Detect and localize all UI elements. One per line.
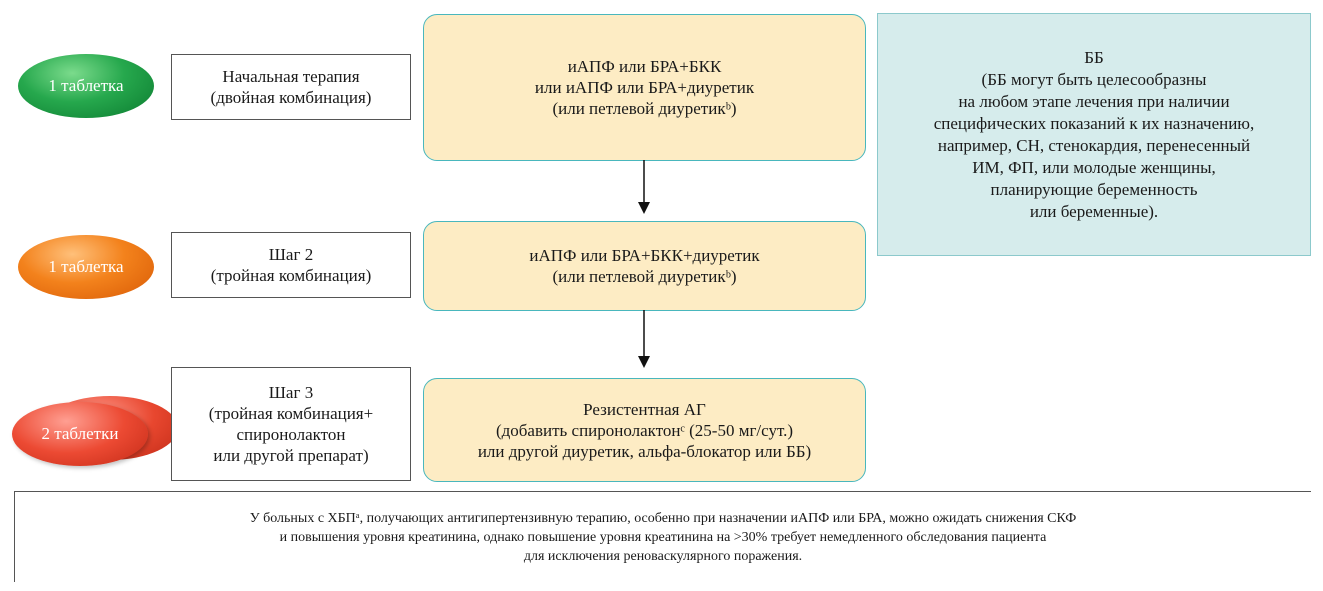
step-line: Шаг 2 [268,245,314,264]
therapy-box-step2: иАПФ или БРА+БКК+диуретик (или петлевой … [423,221,866,311]
pill-red: 2 таблетки [12,402,148,466]
pill-label: 1 таблетка [48,257,124,276]
therapy-text: (или петлевой диуретик [552,267,726,286]
therapy-line: (или петлевой диуретикᵇ) [552,98,736,119]
step-line: Шаг 3 [268,383,314,402]
step-line: (тройная комбинация+ [208,404,374,423]
pill-green: 1 таблетка [18,54,154,118]
therapy-box-initial: иАПФ или БРА+БКК или иАПФ или БРА+диурет… [423,14,866,161]
step-2: Шаг 2 (тройная комбинация) [171,232,411,298]
step-line: (двойная комбинация) [210,88,372,107]
therapy-text: (или петлевой диуретик [552,99,726,118]
footnote-b: ᵇ) [725,267,737,286]
step-line: Начальная терапия [222,67,360,86]
therapy-line: (или петлевой диуретикᵇ) [552,266,736,287]
bb-line: или беременные). [1029,201,1159,221]
bb-line: ИМ, ФП, или молодые женщины, [972,157,1216,177]
note-text: У больных с ХБП [249,510,356,526]
therapy-line: иАПФ или БРА+БКК [567,57,722,76]
step-line: спиронолактон [236,425,346,444]
arrow-down [638,160,650,214]
step-line: или другой препарат) [213,446,369,465]
footnote-box: У больных с ХБПᵃ, получающих антигиперте… [14,491,1311,582]
therapy-box-step3: Резистентная АГ (добавить спиронолактонᶜ… [423,378,866,482]
footnote-c: ᶜ (25-50 мг/сут.) [680,420,794,440]
note-line: У больных с ХБПᵃ, получающих антигиперте… [250,509,1077,528]
bb-line: планирующие беременность [990,179,1198,199]
note-text: ᵃ, получающих антигипертензивную терапию… [355,510,1077,526]
pill-label: 1 таблетка [48,76,124,95]
pill-orange: 1 таблетка [18,235,154,299]
bb-line: ББ [1084,47,1104,67]
bb-line: (ББ могут быть целесообразны [981,69,1207,89]
bb-line: на любом этапе лечения при наличии [958,91,1230,111]
arrow-down [638,310,650,368]
bb-line: специфических показаний к их назначению, [933,113,1255,133]
therapy-line: или иАПФ или БРА+диуретик [534,78,755,97]
therapy-line: иАПФ или БРА+БКК+диуретик [529,246,760,265]
pill-label: 2 таблетки [41,424,119,443]
footnote-b: ᵇ) [725,99,737,118]
bb-info-box: ББ (ББ могут быть целесообразны на любом… [877,13,1311,256]
step-initial-therapy: Начальная терапия (двойная комбинация) [171,54,411,120]
therapy-line: Резистентная АГ [583,399,706,419]
bb-line: например, СН, стенокардия, перенесенный [937,135,1251,155]
step-line: (тройная комбинация) [210,266,372,285]
therapy-line: или другой диуретик, альфа-блокатор или … [477,441,812,461]
therapy-line: (добавить спиронолактонᶜ (25-50 мг/сут.) [496,420,793,441]
therapy-text: (добавить спиронолактон [495,420,681,440]
step-3: Шаг 3 (тройная комбинация+ спиронолактон… [171,367,411,481]
note-line: для исключения реноваскулярного поражени… [523,548,803,564]
note-line: и повышения уровня креатинина, однако по… [279,529,1047,545]
